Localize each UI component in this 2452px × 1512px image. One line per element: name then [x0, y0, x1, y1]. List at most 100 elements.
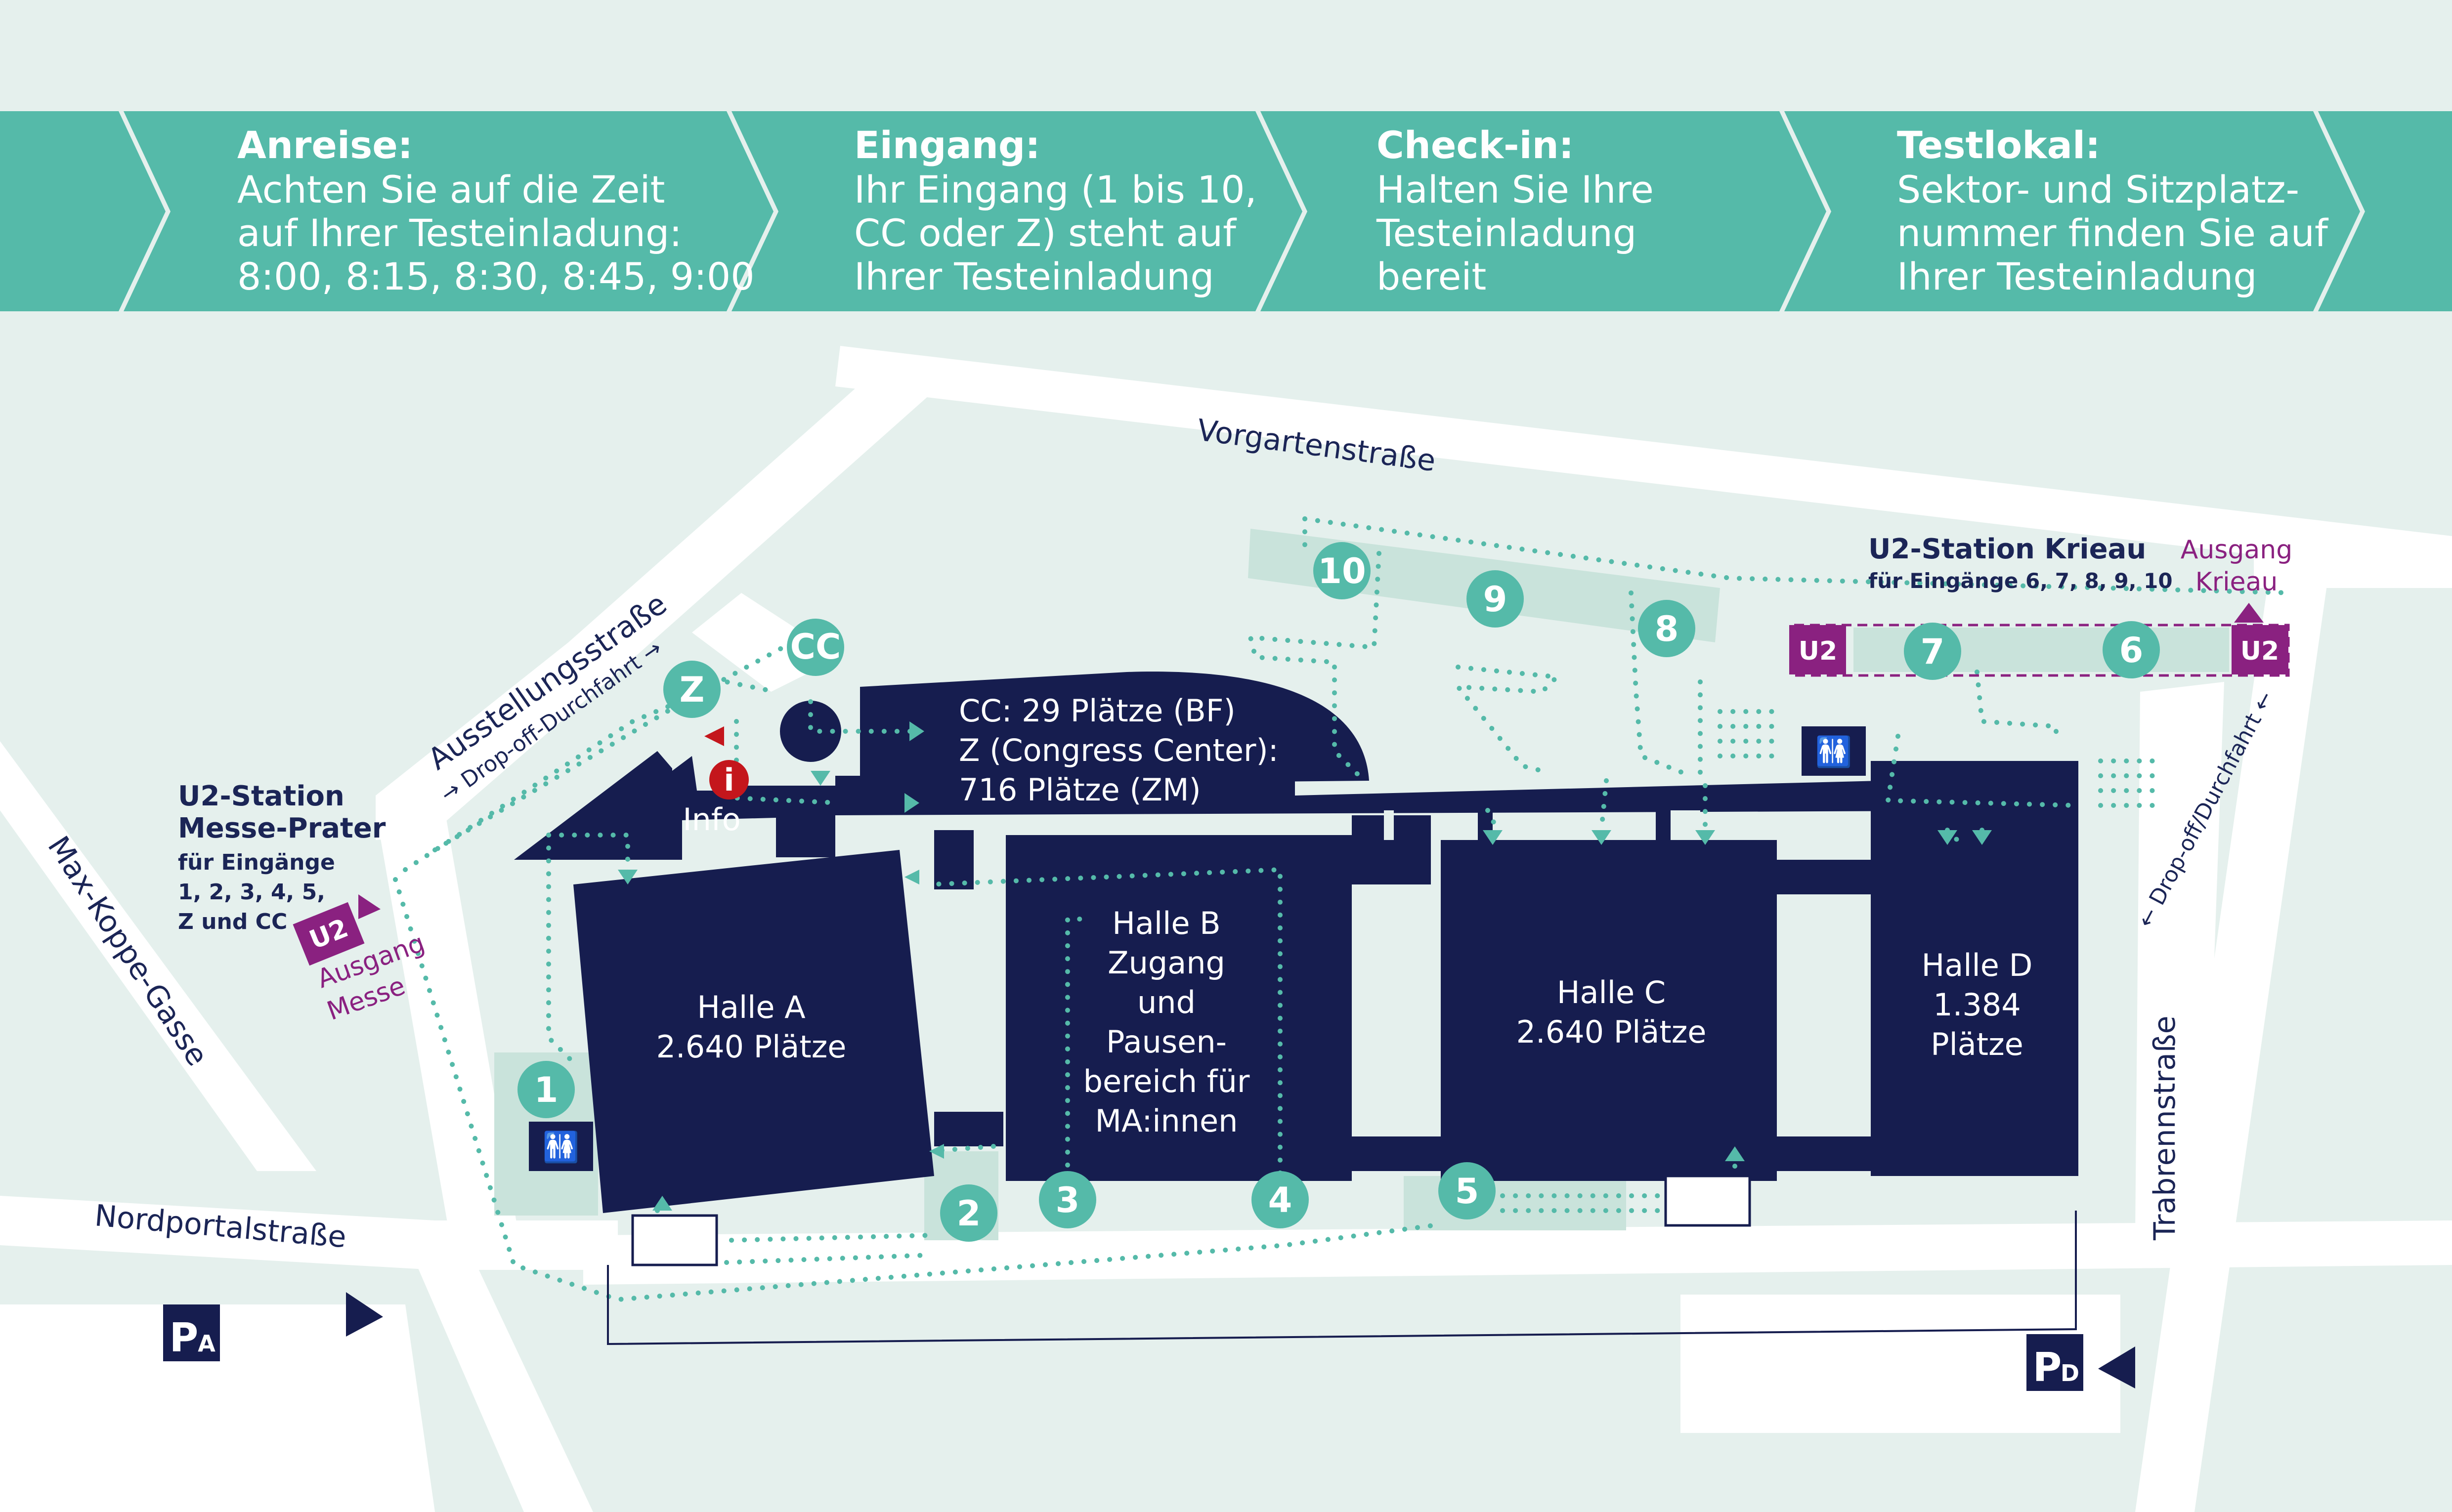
info-icon	[709, 760, 749, 799]
hall-a-label: Halle A 2.640 Plätze	[656, 989, 847, 1065]
exit-arrow-icon	[2234, 603, 2264, 623]
hall-d-label: Halle D 1.384 Plätze	[1922, 947, 2033, 1062]
parking-icon	[163, 1304, 220, 1361]
svg-text:🚻: 🚻	[1815, 735, 1852, 769]
svg-text:Zugang: Zugang	[1108, 945, 1225, 981]
outline-box	[631, 1214, 718, 1266]
svg-text:6: 6	[2119, 630, 2144, 671]
svg-text:2: 2	[957, 1193, 981, 1234]
toilet-icon: 🚻	[529, 1122, 593, 1171]
svg-text:Halle B: Halle B	[1112, 905, 1220, 941]
svg-text:1: 1	[534, 1070, 559, 1110]
entrance-cc[interactable]: CC	[787, 619, 844, 676]
entrance-3[interactable]: 3	[1039, 1171, 1096, 1228]
entrance-z[interactable]: Z	[663, 661, 721, 718]
svg-text:3: 3	[1056, 1180, 1080, 1220]
arrow-icon	[1972, 830, 1992, 845]
parking-d[interactable]: P D	[2026, 1334, 2135, 1391]
entrance-4[interactable]: 4	[1251, 1171, 1309, 1228]
svg-text:🚻: 🚻	[543, 1130, 580, 1165]
entrance-7[interactable]: 7	[1904, 623, 1961, 680]
banner-step-line: Sektor- und Sitzplatz-	[1897, 168, 2299, 211]
entrance-1[interactable]: 1	[517, 1061, 575, 1118]
svg-text:P: P	[2033, 1344, 2062, 1390]
banner-step-line: Ihrer Testeinladung	[1897, 254, 2257, 298]
info-label: Info	[683, 801, 740, 838]
banner-step-title: Anreise:	[237, 123, 413, 167]
svg-text:U2: U2	[1799, 636, 1837, 666]
buildings	[514, 672, 2078, 1213]
svg-text:4: 4	[1268, 1180, 1292, 1220]
arrow-icon	[1483, 830, 1503, 845]
u2-station-krieau: U2-Station Krieau für Eingänge 6, 7, 8, …	[1789, 533, 2292, 677]
banner-step-title: Testlokal:	[1897, 123, 2100, 167]
path-arrowheads	[618, 721, 1992, 1211]
svg-text:für Eingänge 6, 7, 8, 9, 10: für Eingänge 6, 7, 8, 9, 10	[1868, 569, 2173, 593]
entrance-6[interactable]: 6	[2103, 621, 2160, 678]
svg-text:MA:innen: MA:innen	[1095, 1103, 1238, 1139]
exit-krieau-label: Ausgang	[2181, 535, 2292, 565]
svg-text:Pausen-: Pausen-	[1106, 1024, 1227, 1060]
svg-text:CC: 29 Plätze (BF): CC: 29 Plätze (BF)	[959, 693, 1236, 729]
entrance-9[interactable]: 9	[1466, 570, 1524, 628]
entrance-8[interactable]: 8	[1638, 600, 1695, 657]
banner-step-anreise: Anreise: Achten Sie auf die Zeit auf Ihr…	[237, 123, 755, 298]
arrow-icon	[811, 771, 830, 786]
svg-text:1, 2, 3, 4, 5,: 1, 2, 3, 4, 5,	[178, 880, 325, 905]
svg-text:i: i	[724, 762, 734, 798]
svg-text:und: und	[1137, 984, 1196, 1020]
entrance-markers[interactable]: 1 2 3 4 5 6 7 8 9 10 Z CC	[517, 542, 2160, 1242]
arrow-icon	[1725, 1146, 1745, 1161]
svg-text:Plätze: Plätze	[1931, 1026, 2023, 1062]
exit-krieau-label: Krieau	[2195, 567, 2278, 597]
arrow-icon	[1592, 830, 1611, 845]
banner-step-testlokal: Testlokal: Sektor- und Sitzplatz- nummer…	[1897, 123, 2329, 298]
arrow-icon	[904, 793, 919, 813]
arrow-icon	[929, 1144, 944, 1159]
hall-b-label: Halle B Zugang und Pausen- bereich für M…	[1083, 905, 1250, 1139]
entrance-5[interactable]: 5	[1438, 1162, 1496, 1219]
arrow-icon	[1937, 830, 1957, 845]
entrance-10[interactable]: 10	[1313, 542, 1371, 599]
banner-step-line: Achten Sie auf die Zeit	[237, 168, 665, 211]
banner-step-line: bereit	[1377, 254, 1486, 298]
svg-text:7: 7	[1921, 631, 1945, 672]
exit-arrow-icon	[358, 894, 381, 919]
banner-step-line: 8:00, 8:15, 8:30, 8:45, 9:00	[237, 254, 755, 298]
parking-icon	[2026, 1334, 2083, 1391]
banner-step-line: nummer finden Sie auf	[1897, 211, 2329, 255]
banner-step-eingang: Eingang: Ihr Eingang (1 bis 10, CC oder …	[854, 123, 1257, 298]
outline-box	[1664, 1175, 1751, 1227]
info-point[interactable]: i Info	[683, 726, 749, 838]
svg-text:U2-Station: U2-Station	[178, 780, 344, 812]
svg-text:1.384: 1.384	[1933, 987, 2021, 1023]
svg-text:U2: U2	[2240, 636, 2279, 666]
u2-sign-icon: U2	[293, 902, 365, 966]
process-banner: Anreise: Achten Sie auf die Zeit auf Ihr…	[0, 111, 2452, 311]
banner-step-title: Check-in:	[1377, 123, 1574, 167]
arrow-icon	[909, 721, 924, 741]
arrow-icon	[904, 870, 919, 884]
entrance-2[interactable]: 2	[940, 1184, 997, 1242]
banner-step-title: Eingang:	[854, 123, 1040, 167]
arrow-icon	[346, 1292, 383, 1337]
svg-text:8: 8	[1655, 609, 1679, 649]
corridor-details	[1384, 810, 1700, 840]
site-boundary	[607, 1211, 2077, 1345]
svg-text:10: 10	[1318, 551, 1366, 591]
banner-step-line: auf Ihrer Testeinladung:	[237, 211, 682, 255]
parking-a[interactable]: P A	[163, 1292, 383, 1361]
svg-text:CC: CC	[790, 627, 841, 667]
svg-text:P: P	[170, 1315, 199, 1361]
svg-text:2.640 Plätze: 2.640 Plätze	[1516, 1014, 1707, 1050]
svg-text:Halle C: Halle C	[1557, 974, 1666, 1010]
banner-step-line: Ihr Eingang (1 bis 10,	[854, 168, 1257, 211]
arrow-icon	[618, 870, 638, 884]
svg-text:5: 5	[1455, 1171, 1479, 1212]
banner-step-line: Halten Sie Ihre	[1377, 168, 1654, 211]
svg-text:bereich für: bereich für	[1083, 1063, 1250, 1099]
banner-step-checkin: Check-in: Halten Sie Ihre Testeinladung …	[1376, 123, 1654, 298]
svg-text:D: D	[2061, 1360, 2079, 1386]
svg-text:Z und CC: Z und CC	[178, 909, 287, 934]
